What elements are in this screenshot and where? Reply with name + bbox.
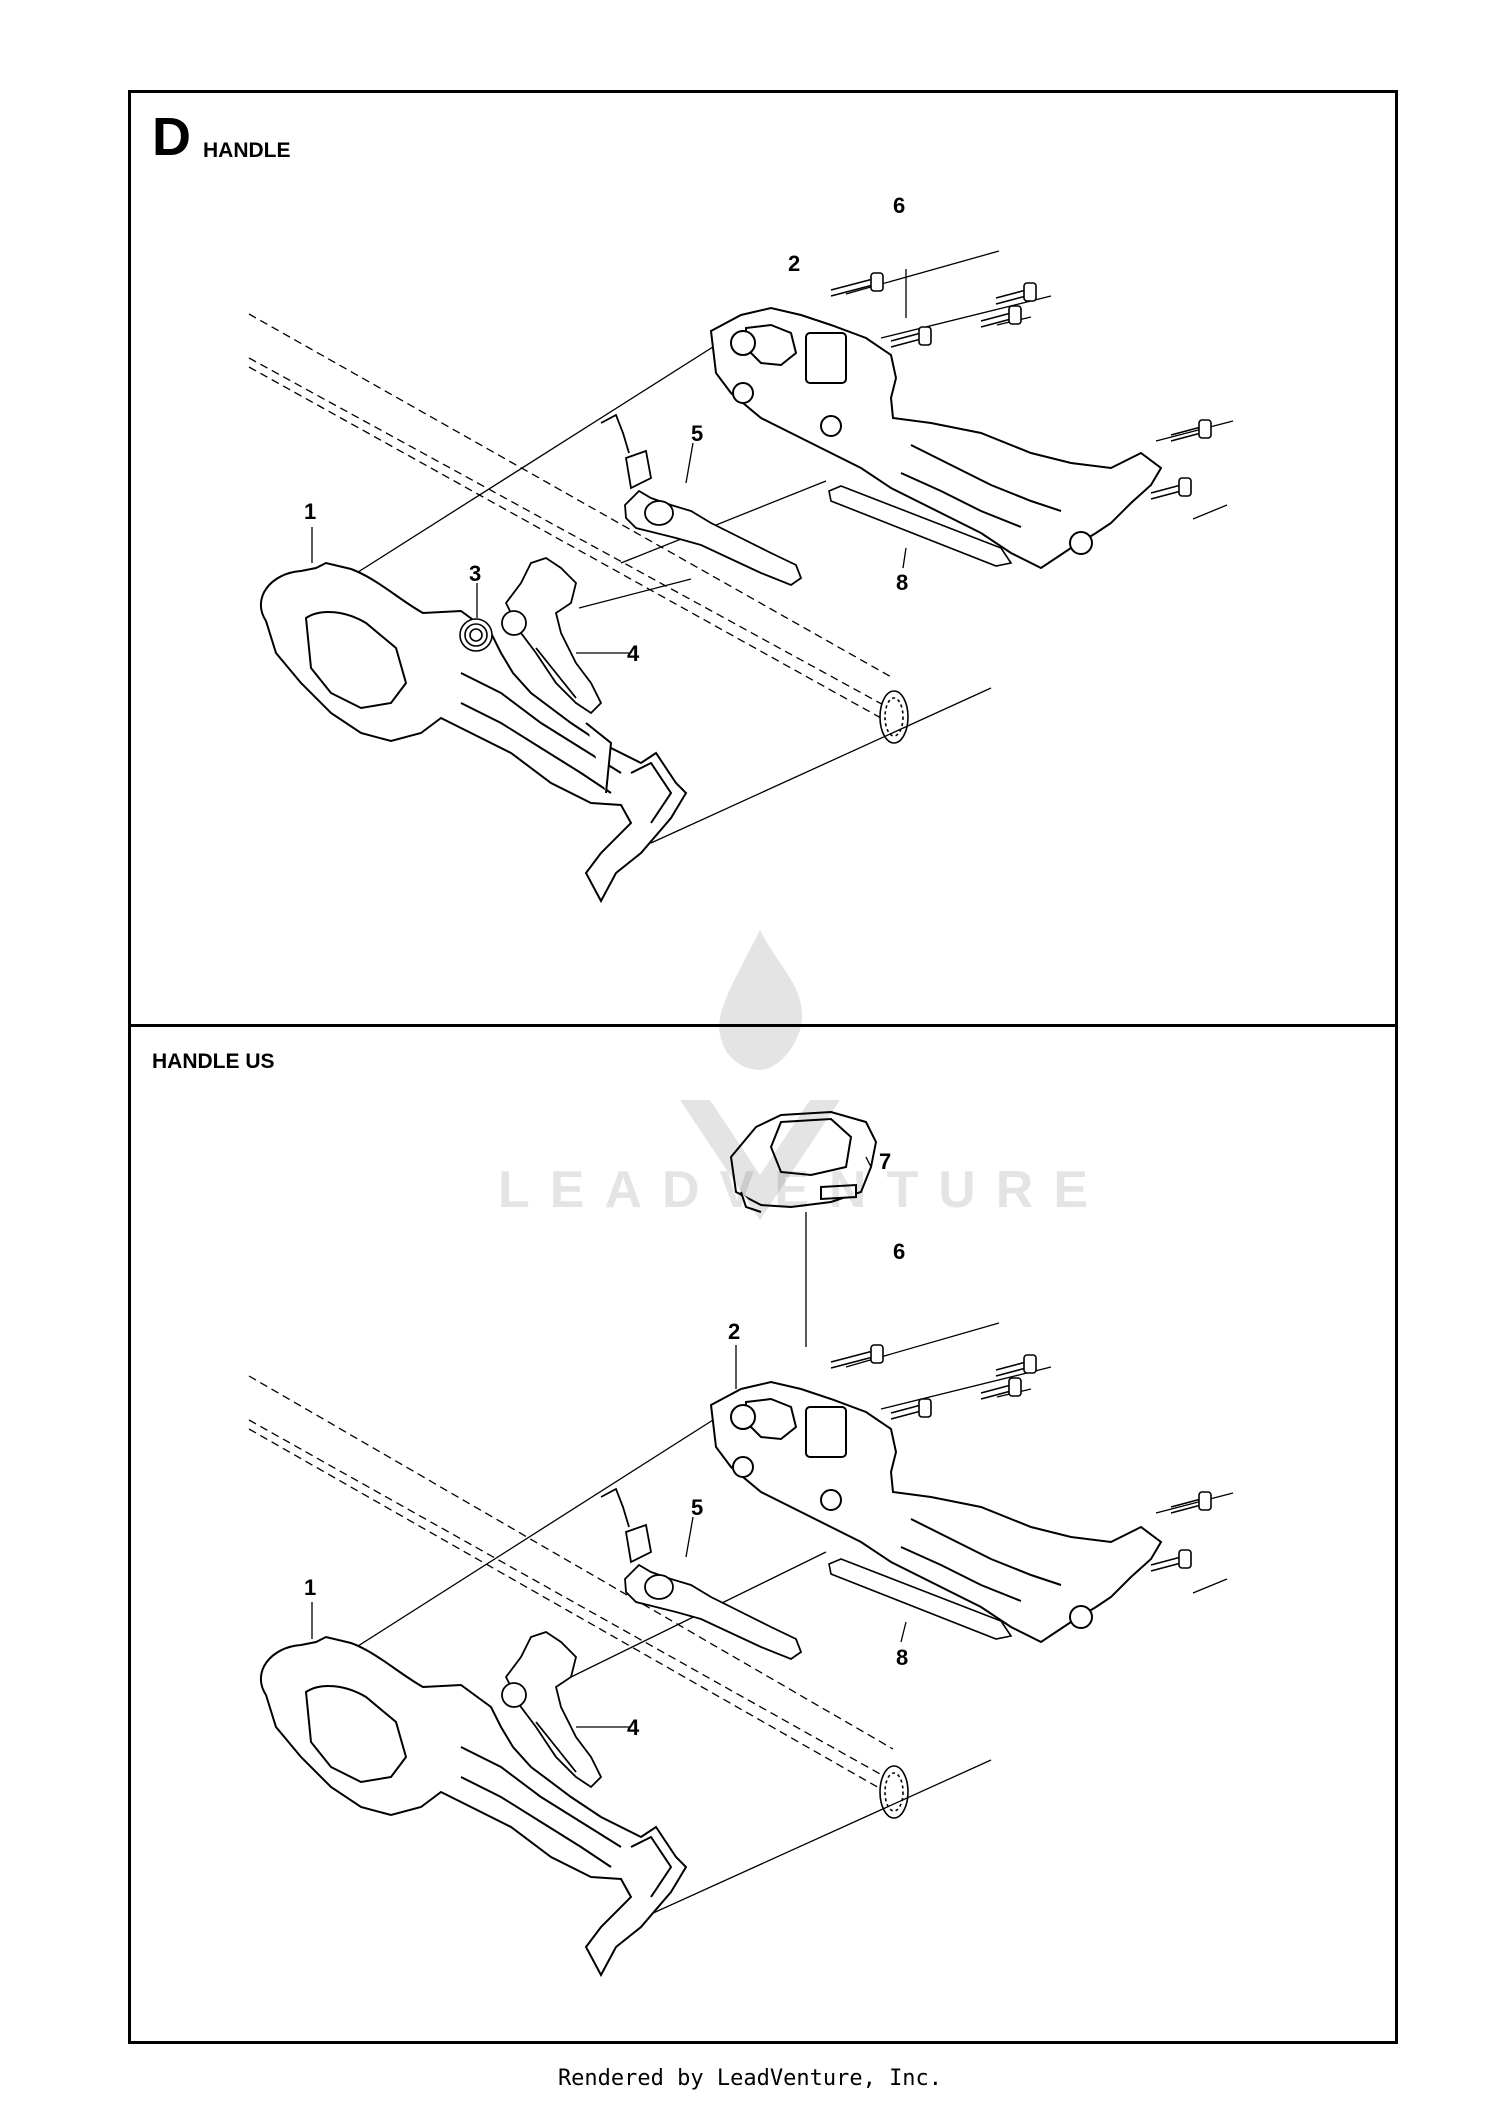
callout-8: 8 [896, 1645, 908, 1670]
screw [830, 1344, 884, 1369]
part-1-handle-grip [260, 561, 688, 904]
part-4-throttle-trigger [501, 1631, 603, 1789]
screw [890, 326, 932, 348]
part-6-screws [830, 1344, 1212, 1572]
screw [1150, 1549, 1192, 1572]
part-7-cover [729, 1110, 878, 1213]
callout-leaders [311, 269, 907, 654]
shaft-dashed-lines [248, 1375, 894, 1790]
callout-8: 8 [896, 570, 908, 595]
watermark-text: LEADVENTURE [498, 1161, 1109, 1219]
footer-credit: Rendered by LeadVenture, Inc. [557, 2066, 943, 2091]
diagram-frame [128, 90, 1398, 2044]
part-8-strip [828, 1558, 1013, 1640]
screw [1150, 477, 1192, 500]
part-4-throttle-trigger [501, 557, 603, 715]
shaft-tube-end [879, 1765, 909, 1819]
part-1-handle-grip [260, 1635, 688, 1978]
screw [980, 305, 1022, 328]
callout-5: 5 [691, 1495, 703, 1520]
part-8-strip [828, 485, 1013, 567]
shaft-tube-end [879, 690, 909, 744]
part-6-screws [830, 272, 1212, 500]
callout-labels: 1 2 4 5 6 7 8 [304, 1149, 908, 1740]
assembly-lines [324, 1212, 1234, 1915]
screw [980, 1377, 1022, 1400]
screw [1170, 1491, 1212, 1514]
part-5-throttle-lockout [600, 413, 803, 587]
part-2-handle-housing [709, 306, 1163, 570]
callout-7: 7 [879, 1149, 891, 1174]
screw [995, 282, 1037, 305]
callout-6: 6 [893, 193, 905, 218]
part-5-throttle-lockout [600, 1487, 803, 1661]
callout-3: 3 [469, 561, 481, 586]
callout-4: 4 [627, 641, 640, 666]
screw [890, 1398, 932, 1420]
handle-us-panel: HANDLE US [131, 1027, 1395, 2041]
screw [1170, 419, 1212, 442]
callout-1: 1 [304, 499, 316, 524]
handle-us-exploded-view: 1 2 4 5 6 7 8 [248, 1110, 1234, 1978]
callout-5: 5 [691, 421, 703, 446]
callout-labels: 1 2 3 4 5 6 8 [304, 193, 908, 666]
handle-panel: D HANDLE [131, 93, 1395, 1024]
handle-exploded-view: 1 2 3 4 5 6 8 [248, 193, 1234, 904]
callout-6: 6 [893, 1239, 905, 1264]
part-2-handle-housing [709, 1380, 1163, 1644]
screw [995, 1354, 1037, 1377]
callout-2: 2 [728, 1319, 740, 1344]
callout-leaders [311, 1156, 907, 1728]
shaft-dashed-lines [248, 313, 894, 719]
screw [830, 272, 884, 297]
section-title-us: HANDLE US [152, 1050, 275, 1073]
part-3-spring [459, 618, 493, 652]
panel-divider [128, 1024, 1398, 1027]
watermark-logo [680, 930, 840, 1220]
callout-1: 1 [304, 1575, 316, 1600]
callout-2: 2 [788, 251, 800, 276]
section-title: HANDLE [203, 139, 291, 162]
callout-4: 4 [627, 1715, 640, 1740]
section-letter: D [152, 107, 191, 167]
